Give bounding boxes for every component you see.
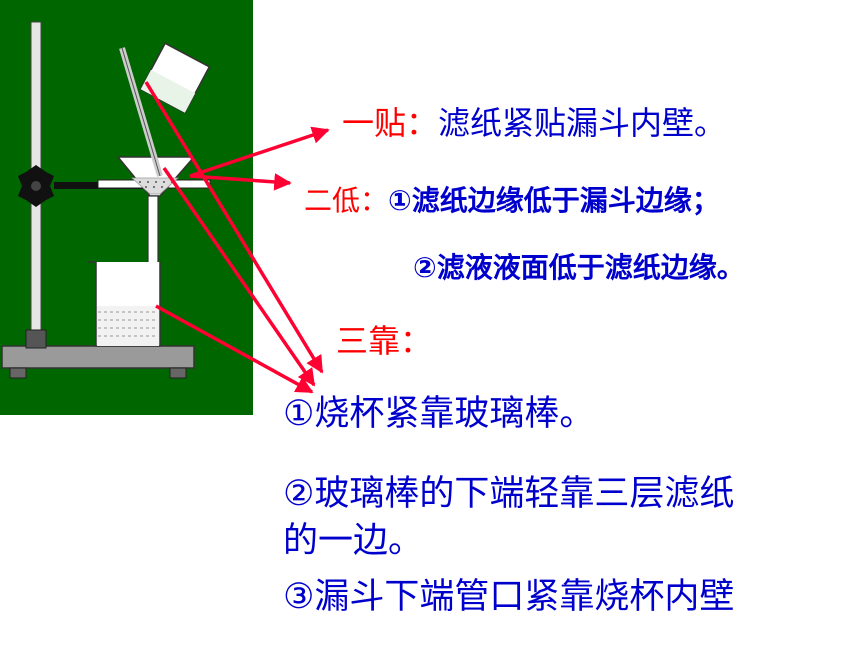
two-low-item2: ②滤液液面低于滤纸边缘。 [413, 251, 745, 284]
rule-one-stick: 一贴：滤纸紧贴漏斗内壁。 [342, 107, 726, 139]
rule-three-lean: 三靠： [336, 325, 432, 357]
arrow-funnel-to-beaker [155, 304, 314, 394]
three-lean-item1: ①烧杯紧靠玻璃棒。 [283, 394, 595, 434]
glass-rod-outline [121, 47, 161, 177]
three-lean-item3: ③漏斗下端管口紧靠烧杯内壁 [283, 577, 735, 617]
three-lean-item2-line1: ②玻璃棒的下端轻靠三层滤纸 [283, 474, 735, 514]
three-lean-colon: ： [400, 322, 433, 360]
two-low-item1: ①滤纸边缘低于漏斗边缘； [388, 184, 720, 217]
pouring-beaker [139, 42, 211, 114]
arrow-two-low [189, 173, 292, 191]
one-stick-label: 一贴 [342, 104, 407, 142]
arrow-one-stick [189, 126, 330, 178]
receiving-beaker [88, 261, 161, 347]
arrow-beaker-to-rod [144, 81, 324, 374]
stand-base [1, 345, 195, 379]
two-low-colon: ： [360, 184, 389, 217]
rule-two-low: 二低：①滤纸边缘低于漏斗边缘； [304, 187, 720, 215]
three-lean-item2-line2: 的一边。 [283, 521, 424, 561]
two-low-label: 二低 [304, 184, 361, 217]
funnel [116, 156, 196, 273]
one-stick-colon: ： [406, 104, 439, 142]
three-lean-label: 三靠 [336, 322, 401, 360]
one-stick-text: 滤纸紧贴漏斗内壁。 [438, 104, 727, 142]
arrow-rod-to-paper [162, 167, 316, 387]
annotation-arrows [144, 81, 330, 394]
